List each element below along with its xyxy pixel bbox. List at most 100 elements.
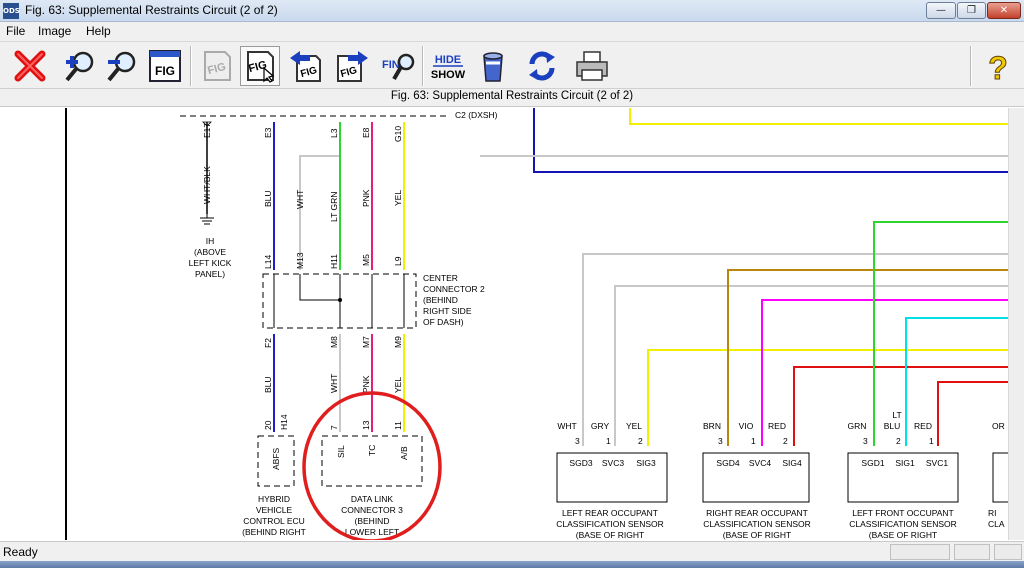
fig-disabled-button[interactable]: FIG — [197, 46, 237, 86]
fig-select-button[interactable]: FIG — [240, 46, 280, 86]
svg-text:GRN: GRN — [848, 421, 867, 431]
refresh-button[interactable] — [522, 46, 562, 86]
svg-text:M7: M7 — [361, 336, 371, 348]
find-icon: FIND — [382, 53, 415, 81]
svg-text:PANEL): PANEL) — [195, 269, 225, 279]
title-bar: ODS Fig. 63: Supplemental Restraints Cir… — [0, 0, 1024, 22]
fig-pointer-icon: FIG — [247, 51, 275, 83]
sensor-partial-right: OR RI CLA — [988, 421, 1008, 529]
svg-text:DATA LINK: DATA LINK — [351, 494, 394, 504]
hide-show-button[interactable]: HIDE SHOW — [428, 46, 468, 86]
svg-text:1: 1 — [606, 436, 611, 446]
svg-text:G10: G10 — [393, 126, 403, 142]
svg-text:1: 1 — [929, 436, 934, 446]
routing-wires — [480, 108, 1008, 446]
svg-text:A/B: A/B — [399, 446, 409, 460]
svg-text:(BASE OF RIGHT: (BASE OF RIGHT — [576, 530, 644, 540]
hide-show-icon: HIDE SHOW — [431, 54, 466, 81]
status-panel-2 — [954, 544, 990, 560]
svg-text:3: 3 — [863, 436, 868, 446]
ground-wire-label: WHT/BLK — [202, 166, 212, 204]
center-connector-2: CENTER CONNECTOR 2 (BEHIND RIGHT SIDE OF… — [262, 273, 485, 329]
svg-text:SHOW: SHOW — [431, 69, 466, 81]
menu-file[interactable]: File — [6, 24, 26, 38]
svg-text:SGD3: SGD3 — [569, 458, 592, 468]
app-icon: ODS — [3, 3, 20, 19]
menu-bar: File Image Help — [0, 22, 1024, 41]
svg-text:TC: TC — [367, 445, 377, 456]
svg-text:YEL: YEL — [393, 377, 403, 393]
svg-text:VEHICLE: VEHICLE — [256, 505, 293, 515]
close-figure-button[interactable] — [10, 46, 50, 86]
taskbar — [0, 561, 1024, 568]
svg-text:CLA: CLA — [988, 519, 1005, 529]
svg-text:LT GRN: LT GRN — [329, 192, 339, 222]
svg-text:M5: M5 — [361, 254, 371, 266]
paint-button[interactable] — [474, 46, 514, 86]
status-panel-3 — [994, 544, 1022, 560]
figure-title: Fig. 63: Supplemental Restraints Circuit… — [390, 90, 634, 102]
svg-text:YEL: YEL — [393, 190, 403, 206]
svg-text:E3: E3 — [263, 127, 273, 138]
diagram-canvas[interactable]: C2 (DXSH) E17 WHT/BLK IH (ABOVE LEFT KIC… — [0, 108, 1008, 540]
svg-text:RED: RED — [768, 421, 786, 431]
maximize-button[interactable]: ❐ — [957, 2, 986, 19]
svg-text:FIG: FIG — [339, 65, 358, 80]
svg-text:LEFT KICK: LEFT KICK — [189, 258, 232, 268]
menu-help[interactable]: Help — [86, 24, 111, 38]
ground-icon — [200, 214, 214, 225]
svg-text:CLASSIFICATION SENSOR: CLASSIFICATION SENSOR — [556, 519, 664, 529]
sensor-left-rear: WHT GRY YEL 3 1 2 SGD3 SVC3 SIG3 LEFT RE… — [556, 421, 668, 540]
svg-text:2: 2 — [638, 436, 643, 446]
zoom-in-button[interactable] — [60, 46, 100, 86]
printer-icon — [576, 51, 608, 81]
svg-text:11: 11 — [393, 421, 403, 430]
svg-text:M9: M9 — [393, 336, 403, 348]
ground-circuit: E17 WHT/BLK IH (ABOVE LEFT KICK PANEL) — [189, 121, 232, 279]
svg-text:SVC3: SVC3 — [602, 458, 624, 468]
fit-figure-button[interactable]: FIG — [145, 46, 185, 86]
svg-text:FIG: FIG — [247, 59, 268, 75]
svg-text:OF DASH): OF DASH) — [423, 317, 464, 327]
help-button[interactable]: ? — [978, 46, 1018, 86]
close-button[interactable]: ✕ — [987, 2, 1021, 19]
svg-text:BRN: BRN — [703, 421, 721, 431]
svg-text:2: 2 — [783, 436, 788, 446]
find-button[interactable]: FIND — [378, 46, 418, 86]
svg-text:BLU: BLU — [263, 376, 273, 393]
menu-image[interactable]: Image — [38, 24, 72, 38]
vertical-scrollbar[interactable] — [1008, 108, 1024, 540]
next-figure-button[interactable]: FIG — [332, 46, 372, 86]
data-link-connector: 7 13 11 SIL TC A/B DATA LINK CONNECTOR 3… — [321, 420, 423, 537]
svg-text:(BEHIND: (BEHIND — [423, 295, 458, 305]
svg-text:FIG: FIG — [206, 61, 227, 77]
sensor-left-front: GRN LT BLU RED 3 2 1 SGD1 SIG1 SVC1 LEFT… — [847, 410, 959, 540]
svg-text:(ABOVE: (ABOVE — [194, 247, 226, 257]
svg-text:L9: L9 — [393, 256, 403, 266]
wiring-diagram: C2 (DXSH) E17 WHT/BLK IH (ABOVE LEFT KIC… — [65, 108, 1008, 540]
svg-text:OR: OR — [992, 421, 1005, 431]
zoom-out-icon — [107, 51, 136, 82]
svg-text:CONNECTOR 2: CONNECTOR 2 — [423, 284, 485, 294]
red-x-icon — [14, 50, 46, 82]
fig-doc-icon: FIG — [204, 51, 231, 81]
svg-text:1: 1 — [751, 436, 756, 446]
svg-text:CONNECTOR 3: CONNECTOR 3 — [341, 505, 403, 515]
svg-text:LT: LT — [892, 410, 901, 420]
svg-text:(BASE OF RIGHT: (BASE OF RIGHT — [723, 530, 791, 540]
svg-text:CONTROL ECU: CONTROL ECU — [243, 516, 305, 526]
svg-text:E8: E8 — [361, 127, 371, 138]
svg-text:HIDE: HIDE — [435, 54, 461, 66]
previous-figure-button[interactable]: FIG — [286, 46, 326, 86]
zoom-out-button[interactable] — [102, 46, 142, 86]
svg-text:20: 20 — [263, 420, 273, 430]
svg-text:SGD1: SGD1 — [861, 458, 884, 468]
svg-text:PNK: PNK — [361, 375, 371, 393]
svg-text:GRY: GRY — [591, 421, 610, 431]
svg-text:3: 3 — [575, 436, 580, 446]
svg-text:LEFT REAR OCCUPANT: LEFT REAR OCCUPANT — [562, 508, 658, 518]
minimize-button[interactable]: — — [926, 2, 956, 19]
fig-window-icon: FIG — [149, 50, 181, 82]
print-button[interactable] — [572, 46, 612, 86]
svg-text:SVC1: SVC1 — [926, 458, 948, 468]
